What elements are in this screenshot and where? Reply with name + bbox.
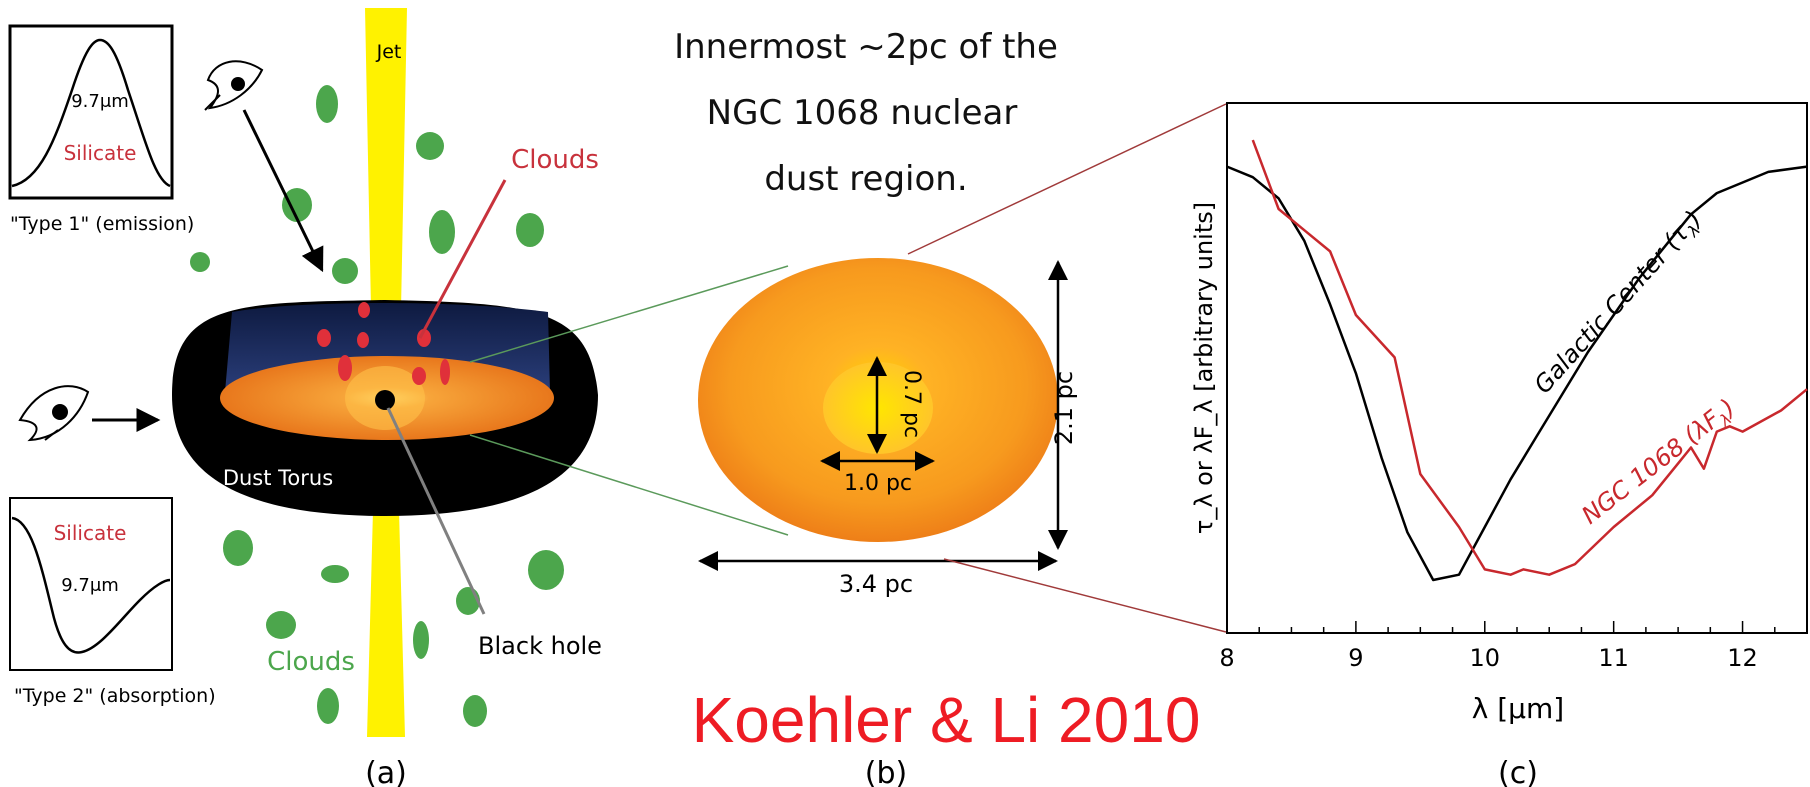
- x-tick-label: 9: [1348, 644, 1363, 672]
- torus-label: Dust Torus: [223, 466, 333, 490]
- zoom-line: [943, 558, 1227, 633]
- panel-b-title-line-1: Innermost ~2pc of the: [674, 27, 1058, 67]
- eye-icon: [204, 60, 264, 111]
- ngc1068-line: [1251, 139, 1808, 576]
- x-tick-label: 12: [1727, 644, 1758, 672]
- red-clouds-pointer: [418, 179, 507, 339]
- green-cloud: [321, 565, 349, 583]
- green-cloud: [190, 252, 210, 272]
- green-cloud: [463, 695, 487, 727]
- x-axis-ticks: 8 9 10 11 12: [1219, 621, 1808, 672]
- green-clouds-label: Clouds: [267, 647, 355, 677]
- type1-feature: Silicate: [64, 141, 137, 165]
- panel-b-title-line-3: dust region.: [764, 159, 967, 199]
- type1-caption: "Type 1" (emission): [10, 213, 194, 235]
- x-tick-label: 8: [1219, 644, 1234, 672]
- red-cloud: [440, 359, 450, 385]
- green-cloud: [413, 621, 429, 659]
- inner-width-label: 1.0 pc: [844, 471, 912, 496]
- type1-inset: 9.7μm Silicate "Type 1" (emission): [8, 24, 194, 235]
- view-arrow-type1: [242, 109, 324, 273]
- x-axis-label: λ [μm]: [1472, 692, 1564, 725]
- red-cloud: [417, 329, 431, 347]
- type1-wavelength: 9.7μm: [71, 91, 129, 112]
- red-clouds: [317, 302, 450, 385]
- green-cloud: [332, 258, 358, 284]
- green-cloud: [416, 132, 444, 160]
- green-cloud: [266, 611, 296, 639]
- panel-a: 9.7μm Silicate "Type 1" (emission) Silic…: [8, 8, 602, 787]
- type2-frame: [9, 497, 173, 671]
- eye-icon: [18, 385, 90, 442]
- red-clouds-label: Clouds: [511, 145, 599, 175]
- red-cloud: [358, 302, 370, 318]
- jet-lower: [367, 510, 405, 737]
- red-cloud: [357, 332, 369, 348]
- outer-height-label: 2.1 pc: [1050, 371, 1078, 445]
- green-cloud: [282, 188, 312, 222]
- x-tick-label: 10: [1470, 644, 1501, 672]
- y-axis-label: τ_λ or λF_λ [arbitrary units]: [1190, 202, 1218, 534]
- panel-c-label: (c): [1498, 756, 1538, 787]
- galactic-center-label: Galactic Center (τλ): [1529, 205, 1711, 402]
- type1-emission-curve: [11, 38, 171, 188]
- panel-b: Innermost ~2pc of the NGC 1068 nuclear d…: [469, 27, 1078, 787]
- type2-caption: "Type 2" (absorption): [14, 685, 216, 707]
- panel-a-label: (a): [365, 756, 407, 787]
- red-cloud: [338, 355, 352, 381]
- green-cloud: [317, 688, 339, 724]
- red-cloud: [317, 329, 331, 347]
- black-hole: [375, 390, 395, 410]
- jet-label: Jet: [376, 41, 402, 63]
- x-tick-label: 11: [1598, 644, 1629, 672]
- red-cloud: [412, 367, 426, 385]
- green-cloud: [316, 85, 338, 123]
- zoom-line: [907, 103, 1227, 255]
- zoom-line: [469, 434, 789, 536]
- credit: Koehler & Li 2010: [692, 684, 1201, 756]
- chart-series: [1226, 139, 1808, 582]
- green-cloud: [223, 530, 253, 566]
- plot-frame: [1226, 102, 1808, 634]
- series-labels: Galactic Center (τλ)NGC 1068 (λFλ): [1529, 205, 1743, 533]
- green-clouds: [190, 85, 564, 727]
- type2-absorption-curve: [11, 516, 171, 654]
- panel-b-title-line-2: NGC 1068 nuclear: [707, 93, 1018, 133]
- black-hole-label: Black hole: [478, 632, 602, 660]
- green-cloud: [516, 213, 544, 247]
- galactic-center-line: [1226, 165, 1808, 582]
- ngc1068-label: NGC 1068 (λFλ): [1576, 393, 1742, 533]
- green-cloud: [429, 210, 455, 254]
- type2-wavelength: 9.7μm: [61, 575, 119, 596]
- black-hole-pointer: [386, 407, 486, 615]
- green-cloud: [528, 550, 564, 590]
- panel-c-chart: 8 9 10 11 12 Galactic Center (τλ)NGC 1068 (λ…: [1190, 102, 1808, 787]
- panel-b-label: (b): [865, 756, 907, 787]
- inner-height-label: 0.7 pc: [899, 370, 924, 438]
- type2-inset: Silicate 9.7μm "Type 2" (absorption): [9, 497, 216, 707]
- zoom-line: [469, 265, 789, 363]
- outer-width-label: 3.4 pc: [839, 570, 913, 598]
- type2-feature: Silicate: [54, 521, 127, 545]
